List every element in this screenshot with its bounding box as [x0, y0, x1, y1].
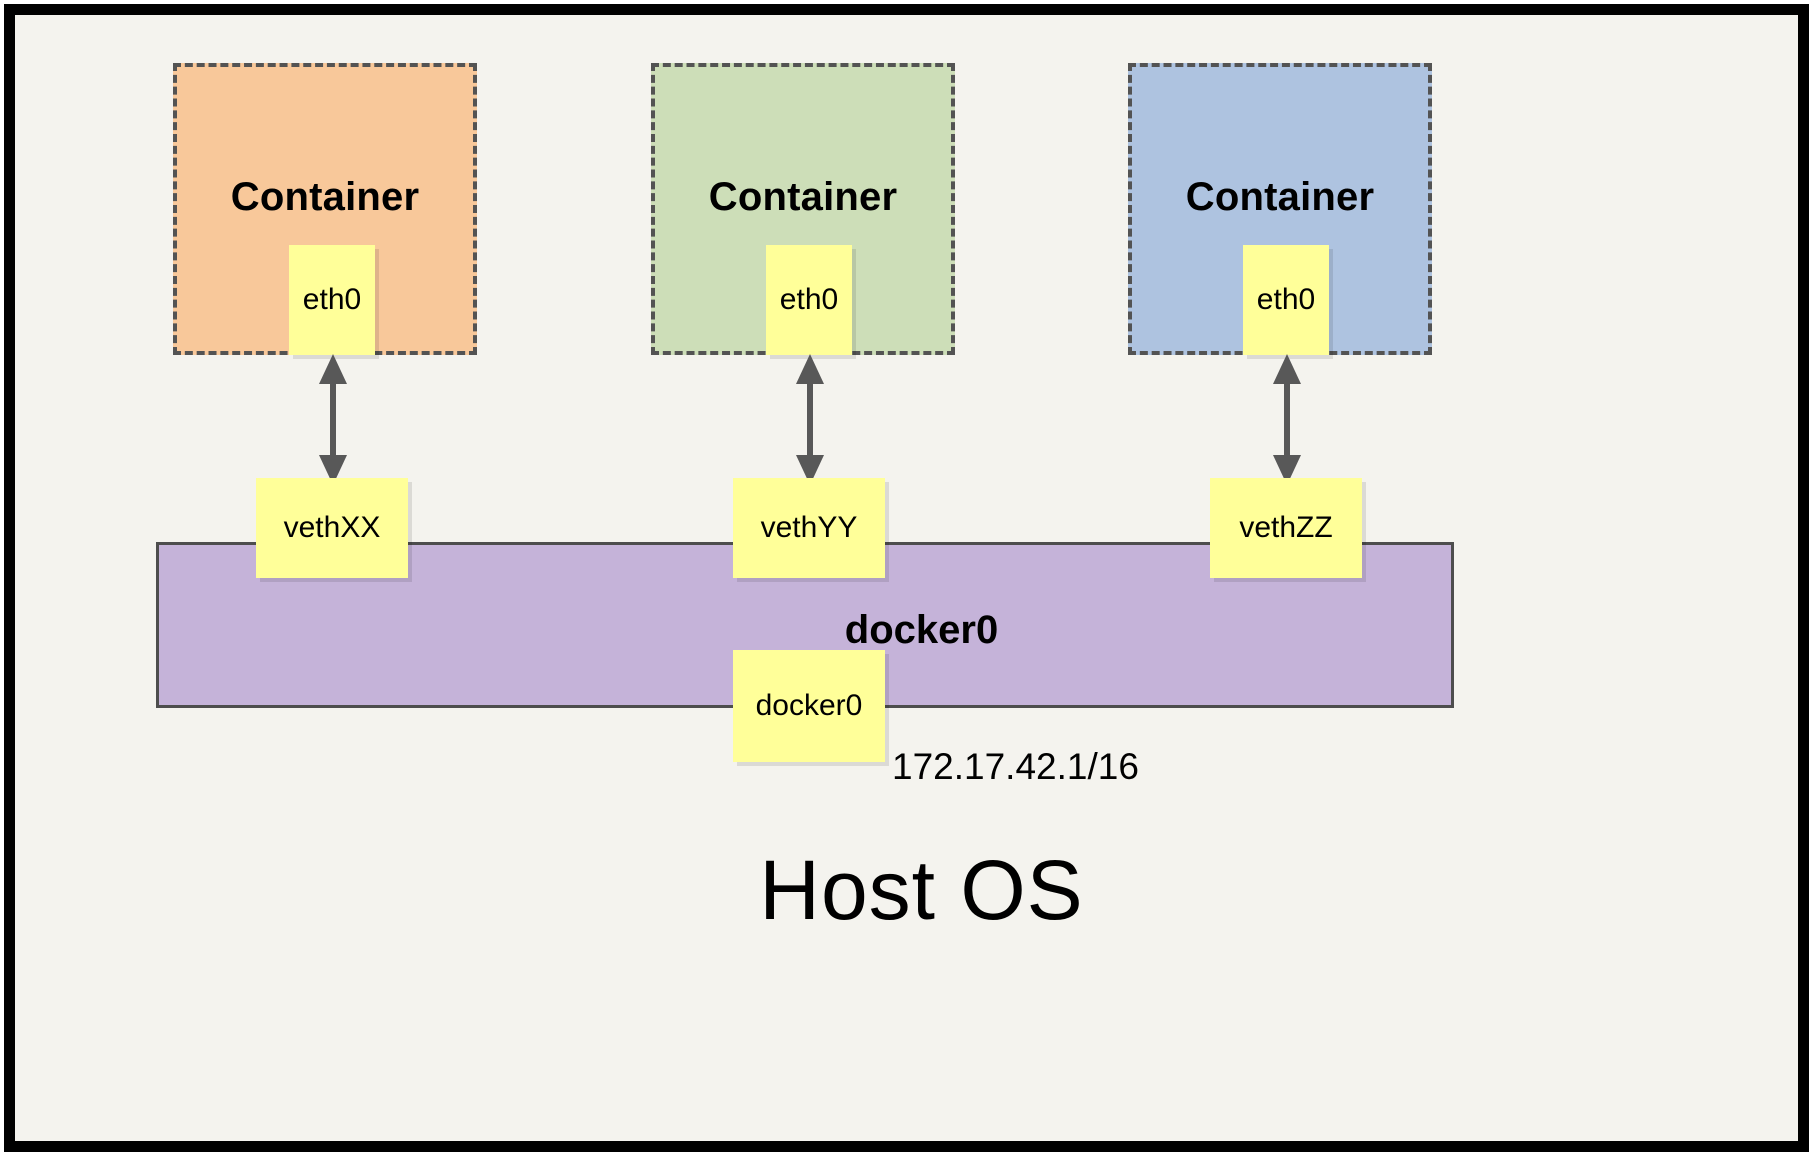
outer-frame: Container Container Container eth0 eth0 …	[4, 4, 1809, 1152]
veth-link-arrow-3	[1273, 354, 1301, 485]
container-label-2: Container	[708, 175, 898, 219]
veth-interface-1: vethXX	[256, 478, 408, 578]
docker0-ip-address: 172.17.42.1/16	[892, 746, 1139, 787]
veth-link-arrow-2	[796, 354, 824, 485]
host-os-label: Host OS	[759, 843, 1084, 937]
eth0-interface-2: eth0	[766, 245, 852, 355]
docker0-interface-box: docker0	[733, 650, 885, 762]
container-label-1: Container	[230, 175, 420, 219]
eth0-interface-3: eth0	[1243, 245, 1329, 355]
container-label-3: Container	[1185, 175, 1375, 219]
veth-interface-3: vethZZ	[1210, 478, 1362, 578]
veth-link-arrow-1	[319, 354, 347, 485]
veth-interface-2: vethYY	[733, 478, 885, 578]
eth0-interface-1: eth0	[289, 245, 375, 355]
diagram-stage: Container Container Container eth0 eth0 …	[30, 30, 1813, 1156]
docker0-bridge-label: docker0	[844, 608, 999, 652]
